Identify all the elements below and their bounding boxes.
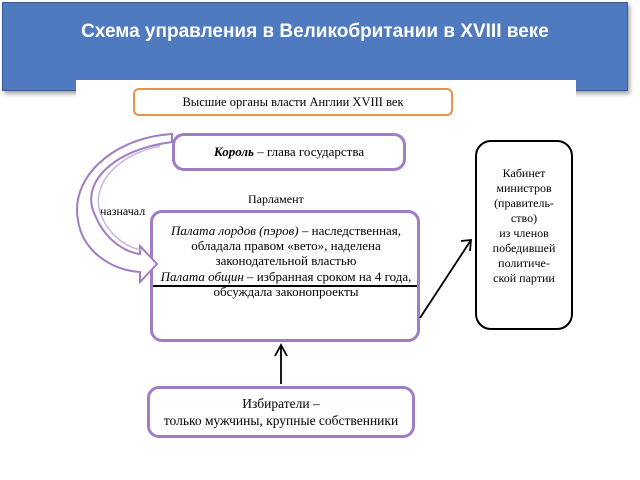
slide-header bbox=[2, 2, 628, 91]
top-box-text: Высшие органы власти Англии XVIII век bbox=[182, 95, 404, 109]
cabinet-line-2: министров bbox=[496, 181, 552, 195]
cabinet-line-5: из членов bbox=[499, 226, 549, 240]
voters-box: Избиратели – только мужчины, крупные соб… bbox=[147, 386, 415, 438]
cabinet-box: Кабинет министров (правитель- ство) из ч… bbox=[475, 140, 573, 330]
parliament-to-cabinet-line bbox=[419, 239, 472, 319]
cabinet-line-4: ство) bbox=[510, 211, 538, 225]
lords-title: Палата лордов (пэров) bbox=[170, 223, 299, 238]
lords-text: Палата лордов (пэров) – наследственная, … bbox=[159, 223, 413, 268]
appoints-label: назначал bbox=[100, 204, 146, 218]
king-rest: – глава государства bbox=[254, 144, 365, 159]
parliament-divider bbox=[153, 285, 417, 287]
curved-arrow-inner bbox=[97, 145, 161, 251]
cabinet-line-3: (правитель- bbox=[494, 196, 554, 210]
commons-title: Палата общин bbox=[160, 269, 244, 284]
top-box: Высшие органы власти Англии XVIII век bbox=[133, 88, 453, 116]
king-box: Король – глава государства bbox=[172, 133, 406, 171]
lords-rest: – наследственная, обладала правом «вето»… bbox=[191, 223, 402, 268]
cabinet-line-1: Кабинет bbox=[502, 166, 546, 180]
curved-appoints-arrow bbox=[75, 132, 173, 285]
cabinet-line-8: ской партии bbox=[493, 271, 555, 285]
commons-rest: – избранная сроком на 4 года, обсуждала … bbox=[213, 269, 412, 299]
slide-title: Схема управления в Великобритании в XVII… bbox=[81, 21, 549, 42]
cabinet-line-7: политиче- bbox=[498, 256, 550, 270]
parliament-label: Парламент bbox=[248, 192, 304, 206]
voters-line-1: Избиратели – bbox=[242, 396, 320, 411]
parliament-box: Палата лордов (пэров) – наследственная, … bbox=[150, 210, 420, 342]
king-title: Король bbox=[213, 144, 254, 159]
voters-line-2: только мужчины, крупные собственники bbox=[163, 413, 399, 428]
commons-text: Палата общин – избранная сроком на 4 год… bbox=[159, 269, 413, 299]
parliament-to-cabinet-arrowhead bbox=[460, 238, 472, 252]
voters-to-parliament-arrowhead bbox=[274, 343, 288, 357]
cabinet-line-6: победившей bbox=[492, 241, 556, 255]
